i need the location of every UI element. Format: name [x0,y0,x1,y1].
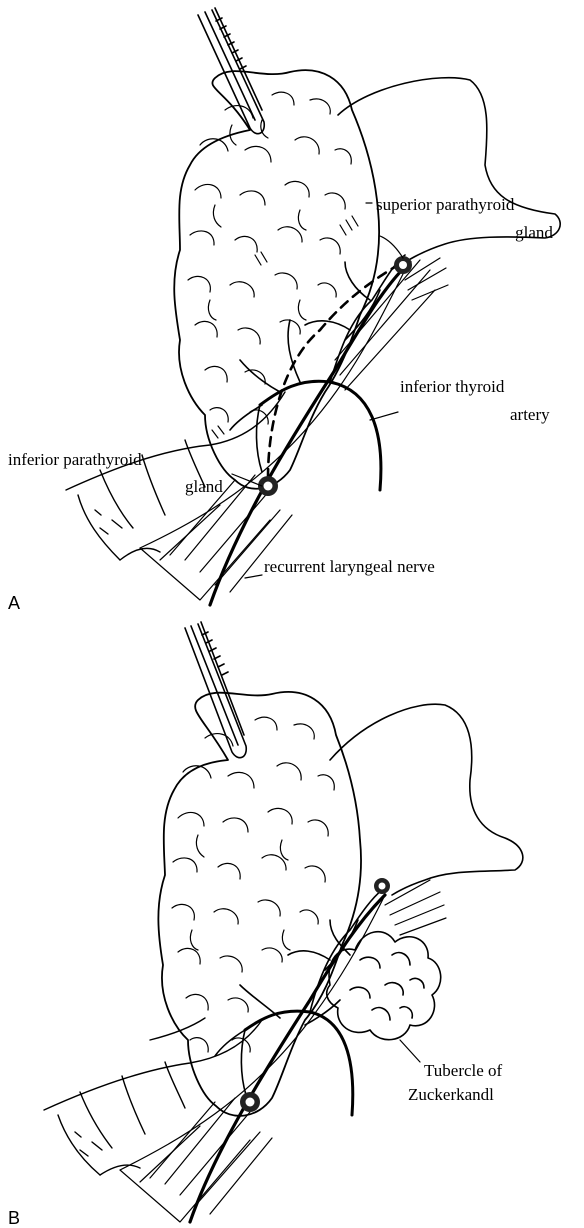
superior-parathyroid-gland [394,256,412,274]
thyroid-lobe [158,692,361,1116]
thyroid-lobules [188,92,358,438]
forceps [185,622,246,758]
label-tubercle-of: Tubercle of [424,1061,503,1080]
label-superior-parathyroid-gland: gland [515,223,553,242]
panel-letter-a: A [8,593,20,613]
panel-b: Tubercle of Zuckerkandl B [8,622,523,1228]
inferior-parathyroid-gland [240,1092,260,1112]
strap-muscle [140,258,448,600]
thyroid-lobe [174,70,379,489]
panel-a: superior parathyroid gland inferior thyr… [8,8,560,613]
label-inferior-parathyroid: inferior parathyroid [8,450,142,469]
trachea [66,392,285,560]
label-inferior-parathyroid-gland: gland [185,477,223,496]
label-inferior-thyroid-artery: artery [510,405,550,424]
panel-letter-b: B [8,1208,20,1228]
superior-parathyroid-gland [374,878,390,894]
label-zuckerkandl: Zuckerkandl [408,1085,494,1104]
artery-branches [215,890,382,1095]
leader-line-tubercle [400,1040,420,1062]
tubercle-of-zuckerkandl [305,920,441,1040]
inferior-thyroid-artery [245,1011,353,1115]
inferior-thyroid-artery [260,381,381,490]
label-superior-parathyroid: superior parathyroid [376,195,515,214]
laryngeal-cartilage [330,704,523,895]
label-inferior-thyroid: inferior thyroid [400,377,505,396]
label-recurrent-laryngeal-nerve: recurrent laryngeal nerve [264,557,435,576]
